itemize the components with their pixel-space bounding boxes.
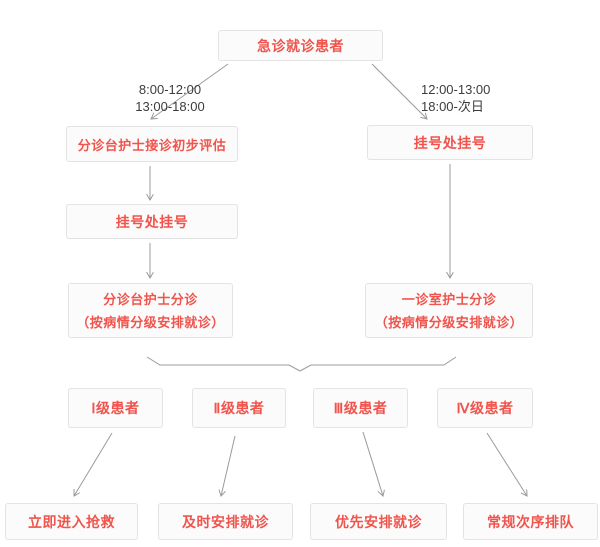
node-triage-desk-nurse-triage-line2: （按病情分级安排就诊） (76, 314, 225, 330)
node-level-2-patient: Ⅱ级患者 (192, 388, 286, 428)
node-triage-desk-initial-assessment: 分诊台护士接诊初步评估 (66, 126, 238, 162)
node-triage-desk-nurse-triage: 分诊台护士分诊 （按病情分级安排就诊） (68, 283, 233, 338)
node-consult-room-nurse-triage-line1: 一诊室护士分诊 (401, 291, 497, 307)
node-consult-room-nurse-triage-line2: （按病情分级安排就诊） (374, 314, 524, 330)
node-action-priority-visit: 优先安排就诊 (310, 503, 447, 540)
arrow-level3-to-action3 (362, 431, 383, 496)
node-action-prompt-visit: 及时安排就诊 (158, 503, 293, 540)
node-registration-right: 挂号处挂号 (367, 125, 533, 160)
arrow-level4-to-action4 (486, 432, 527, 496)
schedule-label-right: 12:00-13:00 18:00-次日 (421, 81, 505, 115)
node-level-4-patient: Ⅳ级患者 (437, 388, 533, 428)
schedule-label-left: 8:00-12:00 13:00-18:00 (128, 81, 212, 115)
schedule-right-line1: 12:00-13:00 (421, 82, 491, 97)
node-action-regular-queue: 常规次序排队 (463, 503, 598, 540)
arrow-level2-to-action2 (221, 435, 236, 496)
node-level-3-patient: Ⅲ级患者 (313, 388, 408, 428)
schedule-left-line1: 8:00-12:00 (138, 82, 202, 97)
node-registration-left: 挂号处挂号 (66, 204, 238, 239)
node-emergency-patients: 急诊就诊患者 (218, 30, 383, 61)
schedule-right-line2: 18:00-次日 (421, 99, 484, 114)
node-triage-desk-nurse-triage-line1: 分诊台护士分诊 (103, 291, 198, 307)
schedule-left-line2: 13:00-18:00 (135, 99, 205, 114)
node-consult-room-nurse-triage: 一诊室护士分诊 （按病情分级安排就诊） (365, 283, 533, 338)
node-level-1-patient: Ⅰ级患者 (68, 388, 163, 428)
arrow-top-to-right-branch (371, 63, 427, 119)
node-action-immediate-rescue: 立即进入抢救 (5, 503, 138, 540)
merge-brace (146, 356, 457, 372)
arrow-level1-to-action1 (74, 432, 113, 496)
